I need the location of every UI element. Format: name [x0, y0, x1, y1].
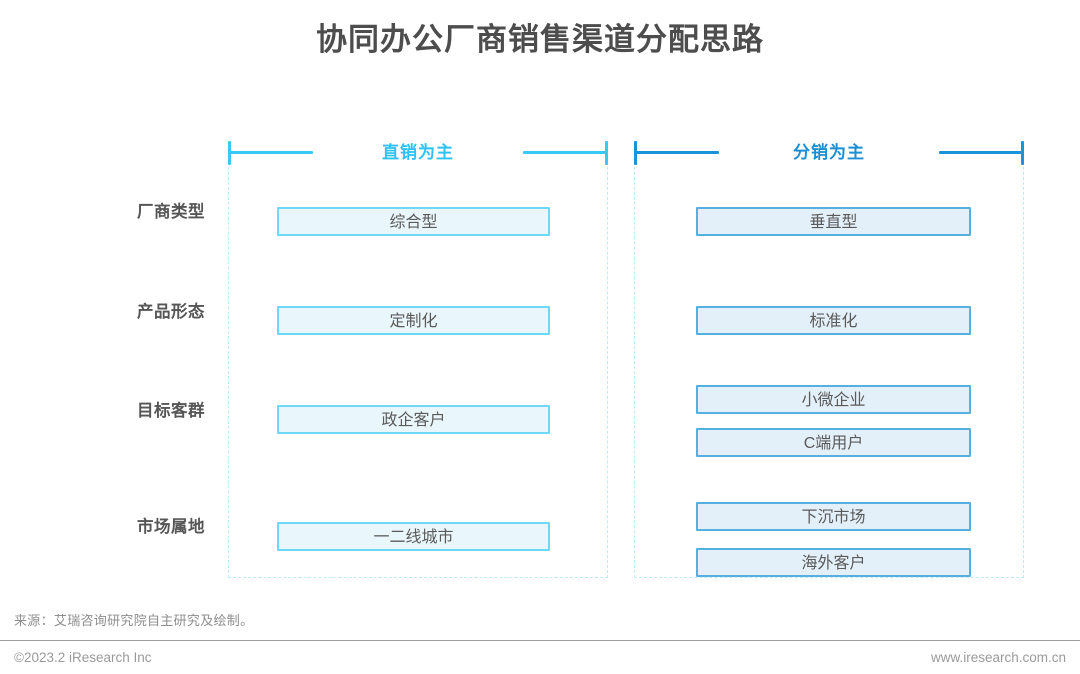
- footer-divider: [0, 640, 1080, 641]
- column-header-direct-sales: 直销为主: [382, 143, 454, 162]
- row-label-product-form: 产品形态: [137, 303, 205, 321]
- bracket-distribution-sales: 分销为主: [634, 138, 1024, 168]
- source-note: 来源：艾瑞咨询研究院自主研究及绘制。: [14, 613, 254, 628]
- bracket-bar-right-start: [636, 151, 719, 154]
- cell-right-target-customer-2: C端用户: [696, 428, 971, 457]
- row-label-market-region: 市场属地: [137, 518, 205, 536]
- website-url: www.iresearch.com.cn: [930, 650, 1066, 665]
- copyright-text: ©2023.2 iResearch Inc: [14, 650, 152, 665]
- cell-left-market-region: 一二线城市: [277, 522, 550, 551]
- bracket-direct-sales: 直销为主: [228, 138, 608, 168]
- cell-left-vendor-type: 综合型: [277, 207, 550, 236]
- panel-direct-sales: 综合型 定制化 政企客户 一二线城市: [228, 157, 608, 578]
- cell-right-market-region-2: 海外客户: [696, 548, 971, 577]
- page-title: 协同办公厂商销售渠道分配思路: [316, 22, 764, 57]
- cell-right-market-region-1: 下沉市场: [696, 502, 971, 531]
- cell-left-target-customer: 政企客户: [277, 405, 550, 434]
- column-header-distribution-sales: 分销为主: [793, 143, 865, 162]
- bracket-bar-left-end: [523, 151, 606, 154]
- bracket-tick-right-end: [1021, 141, 1024, 165]
- bracket-tick-left-start: [228, 141, 231, 165]
- row-label-vendor-type: 厂商类型: [137, 203, 205, 221]
- bracket-bar-left-start: [230, 151, 313, 154]
- cell-right-target-customer-1: 小微企业: [696, 385, 971, 414]
- panel-distribution-sales: 垂直型 标准化 小微企业 C端用户 下沉市场 海外客户: [634, 157, 1024, 578]
- bracket-tick-left-end: [605, 141, 608, 165]
- bracket-bar-right-end: [939, 151, 1022, 154]
- comparison-matrix: 厂商类型 产品形态 目标客群 市场属地 综合型 定制化 政企客户 一二线城市 垂…: [0, 138, 1080, 588]
- bracket-tick-right-start: [634, 141, 637, 165]
- row-label-target-customer: 目标客群: [137, 402, 205, 420]
- cell-left-product-form: 定制化: [277, 306, 550, 335]
- cell-right-vendor-type: 垂直型: [696, 207, 971, 236]
- cell-right-product-form: 标准化: [696, 306, 971, 335]
- row-label-column: 厂商类型 产品形态 目标客群 市场属地: [0, 138, 225, 588]
